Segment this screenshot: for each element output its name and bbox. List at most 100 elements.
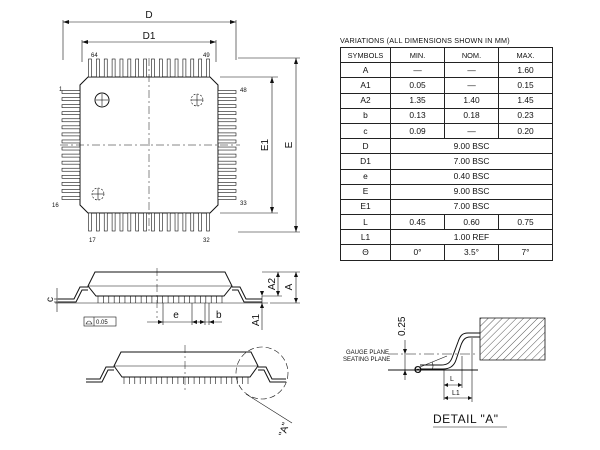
min-cell: — <box>390 62 445 79</box>
dimension-table-panel: VARIATIONS (ALL DIMENSIONS SHOWN IN MM) … <box>340 36 553 261</box>
lead <box>61 196 81 200</box>
lead <box>119 212 124 232</box>
lead <box>103 58 108 78</box>
dim-l1-label: L1 <box>452 390 460 397</box>
max-cell: 0.75 <box>498 214 553 231</box>
dim-e-label: E <box>284 141 295 148</box>
dim-b-label: b <box>216 310 222 321</box>
lead <box>61 160 81 165</box>
symbol-cell: L <box>340 214 391 231</box>
detail-a-view: 0.25 GAUGE PLANE SEATING PLANE Θ L L1 DE… <box>343 316 546 428</box>
lead <box>151 212 155 232</box>
max-cell: 1.60 <box>498 62 553 79</box>
lead <box>217 139 237 144</box>
symbol-cell: D <box>340 138 391 155</box>
symbol-cell: c <box>340 122 391 140</box>
lead <box>61 146 81 151</box>
lead <box>217 97 237 101</box>
lead <box>166 212 171 232</box>
symbol-cell: A <box>340 62 391 79</box>
lead <box>143 58 147 78</box>
lead <box>135 212 139 232</box>
pin-49-label: 49 <box>203 53 210 59</box>
min-cell: 0.09 <box>390 122 445 140</box>
lead <box>217 146 237 151</box>
lead <box>198 58 202 78</box>
symbol-cell: A2 <box>340 92 391 109</box>
lead <box>61 189 81 193</box>
lead <box>217 189 237 193</box>
lead <box>61 118 81 123</box>
pin-64-label: 64 <box>91 53 98 59</box>
lead <box>217 175 237 179</box>
min-cell: 0° <box>390 244 445 261</box>
lead <box>217 167 237 172</box>
nom-cell: 0.18 <box>444 107 499 124</box>
lead <box>61 111 81 115</box>
lead <box>217 111 237 115</box>
lead <box>217 196 237 200</box>
lead <box>61 97 81 101</box>
lead <box>217 153 237 158</box>
lead <box>217 90 237 94</box>
dim-e-pitch-label: e <box>173 310 179 321</box>
symbol-cell: L1 <box>340 229 391 246</box>
nom-cell: 1.40 <box>444 92 499 109</box>
lead <box>61 182 81 186</box>
max-cell: 0.15 <box>498 77 553 94</box>
header-symbols: SYMBOLS <box>340 46 391 64</box>
min-cell: 0.05 <box>390 77 445 94</box>
lead <box>190 212 195 232</box>
dim-d1-label: D1 <box>143 31 156 42</box>
gauge-plane-label: GAUGE PLANE <box>346 350 389 356</box>
lead <box>174 212 179 232</box>
table-caption: VARIATIONS (ALL DIMENSIONS SHOWN IN MM) <box>340 36 510 45</box>
dim-e1-label: E1 <box>260 138 271 151</box>
lead <box>135 58 139 78</box>
value-cell: 9.00 BSC <box>390 138 553 155</box>
pin-16-label: 16 <box>52 203 59 209</box>
value-cell: 9.00 BSC <box>390 183 553 200</box>
theta-label: Θ <box>414 365 422 376</box>
detail-a-callout: "A" <box>277 421 292 438</box>
lead <box>159 58 163 78</box>
symbol-cell: e <box>340 168 391 185</box>
lead <box>111 212 116 232</box>
symbol-cell: D1 <box>340 153 391 170</box>
nom-cell: — <box>444 122 499 140</box>
lead <box>61 139 81 144</box>
table-row: A——1.60 <box>340 62 553 79</box>
lead <box>111 58 116 78</box>
nom-cell: — <box>444 62 499 79</box>
symbol-cell: A1 <box>340 77 391 94</box>
lead <box>182 212 187 232</box>
value-cell: 1.00 REF <box>390 229 553 246</box>
symbol-cell: E <box>340 183 391 200</box>
lead <box>127 58 132 78</box>
lead <box>182 58 187 78</box>
min-cell: 0.13 <box>390 107 445 124</box>
lead <box>217 132 237 137</box>
lead <box>217 118 237 123</box>
table-header-row: SYMBOLS MIN. NOM. MAX. <box>340 46 553 64</box>
detail-title: DETAIL "A" <box>433 412 499 426</box>
lead <box>151 58 155 78</box>
lead <box>206 58 210 78</box>
header-min: MIN. <box>390 46 445 64</box>
value-cell: 0.40 BSC <box>390 168 553 185</box>
lead <box>61 153 81 158</box>
min-cell: 0.45 <box>390 214 445 231</box>
min-cell: 1.35 <box>390 92 445 109</box>
dim-a1-label: A1 <box>251 313 262 326</box>
symbol-cell: E1 <box>340 198 391 216</box>
pin-33-label: 33 <box>240 201 247 207</box>
lead <box>61 175 81 179</box>
symbol-cell: b <box>340 107 391 124</box>
